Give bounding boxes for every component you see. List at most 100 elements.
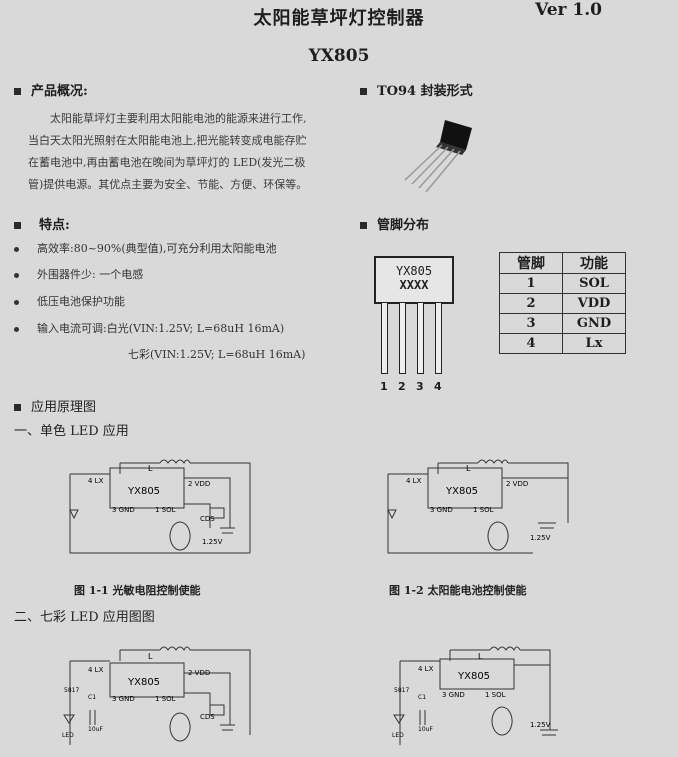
circuit-diagram-4: L 4 LX YX805 3 GND 1 SOL 5817 C1 10uF LE… bbox=[392, 646, 558, 745]
led-label: LED bbox=[392, 732, 404, 739]
chip-label: YX805 bbox=[395, 264, 433, 278]
table-header: 功能 bbox=[562, 252, 626, 274]
feature-text: 低压电池保护功能 bbox=[37, 295, 125, 308]
cap-value-label: 10uF bbox=[88, 726, 103, 733]
overview-line: 当白天太阳光照射在太阳能电池上,把光能转变成电能存贮 bbox=[28, 134, 307, 147]
pin-sol-label: 1 SOL bbox=[473, 506, 494, 514]
chip-lead bbox=[399, 302, 406, 374]
table-row: 3 GND bbox=[499, 313, 626, 334]
bullet-dot-icon bbox=[14, 299, 19, 305]
application-heading-text: 应用原理图 bbox=[31, 400, 97, 415]
square-bullet-icon bbox=[360, 88, 367, 95]
ic-label: 5817 bbox=[394, 687, 409, 694]
feature-item: 输入电流可调:白光(VIN:1.25V; L=68uH 16mA) bbox=[14, 320, 284, 336]
overview-heading-text: 产品概况: bbox=[31, 84, 88, 99]
table-cell: GND bbox=[562, 313, 626, 334]
bullet-dot-icon bbox=[14, 326, 19, 332]
pin-gnd-label: 3 GND bbox=[112, 506, 135, 514]
table-cell: Lx bbox=[562, 333, 626, 354]
pin-vdd-label: 2 VDD bbox=[188, 669, 210, 677]
circuit-chip-label: YX805 bbox=[457, 671, 490, 682]
pin-function-table: 管脚 功能 1 SOL 2 VDD 3 GND 4 Lx bbox=[499, 252, 626, 354]
feature-text: 外围器件少: 一个电感 bbox=[37, 268, 144, 281]
pinout-heading: 管脚分布 bbox=[360, 214, 429, 233]
pin-lx-label: 4 LX bbox=[406, 477, 422, 485]
square-bullet-icon bbox=[14, 222, 21, 229]
application-sub1: 一、单色 LED 应用 bbox=[14, 424, 129, 439]
table-row: 2 VDD bbox=[499, 293, 626, 314]
chip-lead bbox=[417, 302, 424, 374]
table-cell: VDD bbox=[562, 293, 626, 314]
pin-number: 4 bbox=[434, 380, 442, 393]
overview-line: 太阳能草坪灯主要利用太阳能电池的能源来进行工作, bbox=[50, 112, 307, 125]
circuit-diagram-2: L 4 LX 2 VDD YX805 3 GND 1 SOL 1.25V bbox=[387, 459, 569, 554]
inductor-label: L bbox=[148, 652, 153, 661]
inductor-label: L bbox=[148, 464, 153, 473]
to94-package-image bbox=[404, 120, 472, 193]
feature-item: 外围器件少: 一个电感 bbox=[14, 266, 143, 282]
package-heading-text: TO94 封装形式 bbox=[377, 84, 473, 99]
chip-lead bbox=[381, 302, 388, 374]
pin-sol-label: 1 SOL bbox=[485, 691, 506, 699]
application-sub2: 二、七彩 LED 应用图图 bbox=[14, 610, 155, 625]
features-heading: 特点: bbox=[14, 214, 70, 233]
overview-paragraph: 太阳能草坪灯主要利用太阳能电池的能源来进行工作, 当白天太阳光照射在太阳能电池上… bbox=[28, 108, 358, 196]
pin-lx-label: 4 LX bbox=[88, 477, 104, 485]
model-title: YX805 bbox=[308, 46, 370, 66]
cds-label: CDS bbox=[200, 515, 215, 523]
inductor-label: L bbox=[478, 652, 483, 661]
version-label: Ver 1.0 bbox=[535, 0, 602, 20]
table-header: 管脚 bbox=[499, 252, 563, 274]
battery-label: 1.25V bbox=[530, 721, 551, 729]
table-header-row: 管脚 功能 bbox=[499, 252, 626, 274]
table-cell: 2 bbox=[499, 293, 563, 314]
feature-text: 高效率:80~90%(典型值),可充分利用太阳能电池 bbox=[37, 242, 277, 255]
pin-number: 3 bbox=[416, 380, 424, 393]
ic-label: 5817 bbox=[64, 687, 79, 694]
pin-gnd-label: 3 GND bbox=[430, 506, 453, 514]
square-bullet-icon bbox=[14, 88, 21, 95]
pin-number: 2 bbox=[398, 380, 406, 393]
pin-sol-label: 1 SOL bbox=[155, 506, 176, 514]
table-cell: SOL bbox=[562, 273, 626, 294]
table-cell: 1 bbox=[499, 273, 563, 294]
cds-label: CDS bbox=[200, 713, 215, 721]
pin-lx-label: 4 LX bbox=[418, 665, 434, 673]
pin-vdd-label: 2 VDD bbox=[188, 480, 210, 488]
table-row: 4 Lx bbox=[499, 333, 626, 354]
table-cell: 3 bbox=[499, 313, 563, 334]
bullet-dot-icon bbox=[14, 272, 19, 278]
cap-value-label: 10uF bbox=[418, 726, 433, 733]
chip-sublabel: XXXX bbox=[399, 278, 429, 292]
battery-label: 1.25V bbox=[202, 538, 223, 546]
cap-label: C1 bbox=[418, 694, 426, 701]
figure-caption-1: 图 1-1 光敏电阻控制使能 bbox=[74, 584, 201, 597]
features-heading-text: 特点: bbox=[39, 218, 70, 233]
square-bullet-icon bbox=[14, 404, 21, 411]
table-cell: 4 bbox=[499, 333, 563, 354]
feature-item: 高效率:80~90%(典型值),可充分利用太阳能电池 bbox=[14, 240, 276, 256]
inductor-label: L bbox=[466, 464, 471, 473]
circuit-chip-label: YX805 bbox=[127, 486, 160, 497]
overview-heading: 产品概况: bbox=[14, 80, 88, 99]
pin-number: 1 bbox=[380, 380, 388, 393]
application-heading: 应用原理图 bbox=[14, 396, 96, 415]
battery-label: 1.25V bbox=[530, 534, 551, 542]
package-heading: TO94 封装形式 bbox=[360, 80, 473, 99]
table-row: 1 SOL bbox=[499, 273, 626, 294]
circuit-diagram-1: L 4 LX 2 VDD YX805 3 GND 1 SOL CDS 1.25V bbox=[69, 459, 251, 554]
circuit-chip-label: YX805 bbox=[127, 677, 160, 688]
bullet-dot-icon bbox=[14, 246, 19, 252]
pinout-heading-text: 管脚分布 bbox=[377, 218, 430, 233]
pin-sol-label: 1 SOL bbox=[155, 695, 176, 703]
led-label: LED bbox=[62, 732, 74, 739]
circuit-chip-label: YX805 bbox=[445, 486, 478, 497]
document-title: 太阳能草坪灯控制器 bbox=[253, 8, 425, 29]
feature-text: 输入电流可调:白光(VIN:1.25V; L=68uH 16mA) bbox=[37, 322, 285, 335]
pin-vdd-label: 2 VDD bbox=[506, 480, 528, 488]
overview-line: 在蓄电池中,再由蓄电池在晚间为草坪灯的 LED(发光二极 bbox=[28, 156, 306, 169]
chip-lead bbox=[435, 302, 442, 374]
pinout-chip: YX805 XXXX bbox=[374, 256, 454, 304]
overview-line: 管)提供电源。其优点主要为安全、节能、方便、环保等。 bbox=[28, 178, 308, 191]
cap-label: C1 bbox=[88, 694, 96, 701]
